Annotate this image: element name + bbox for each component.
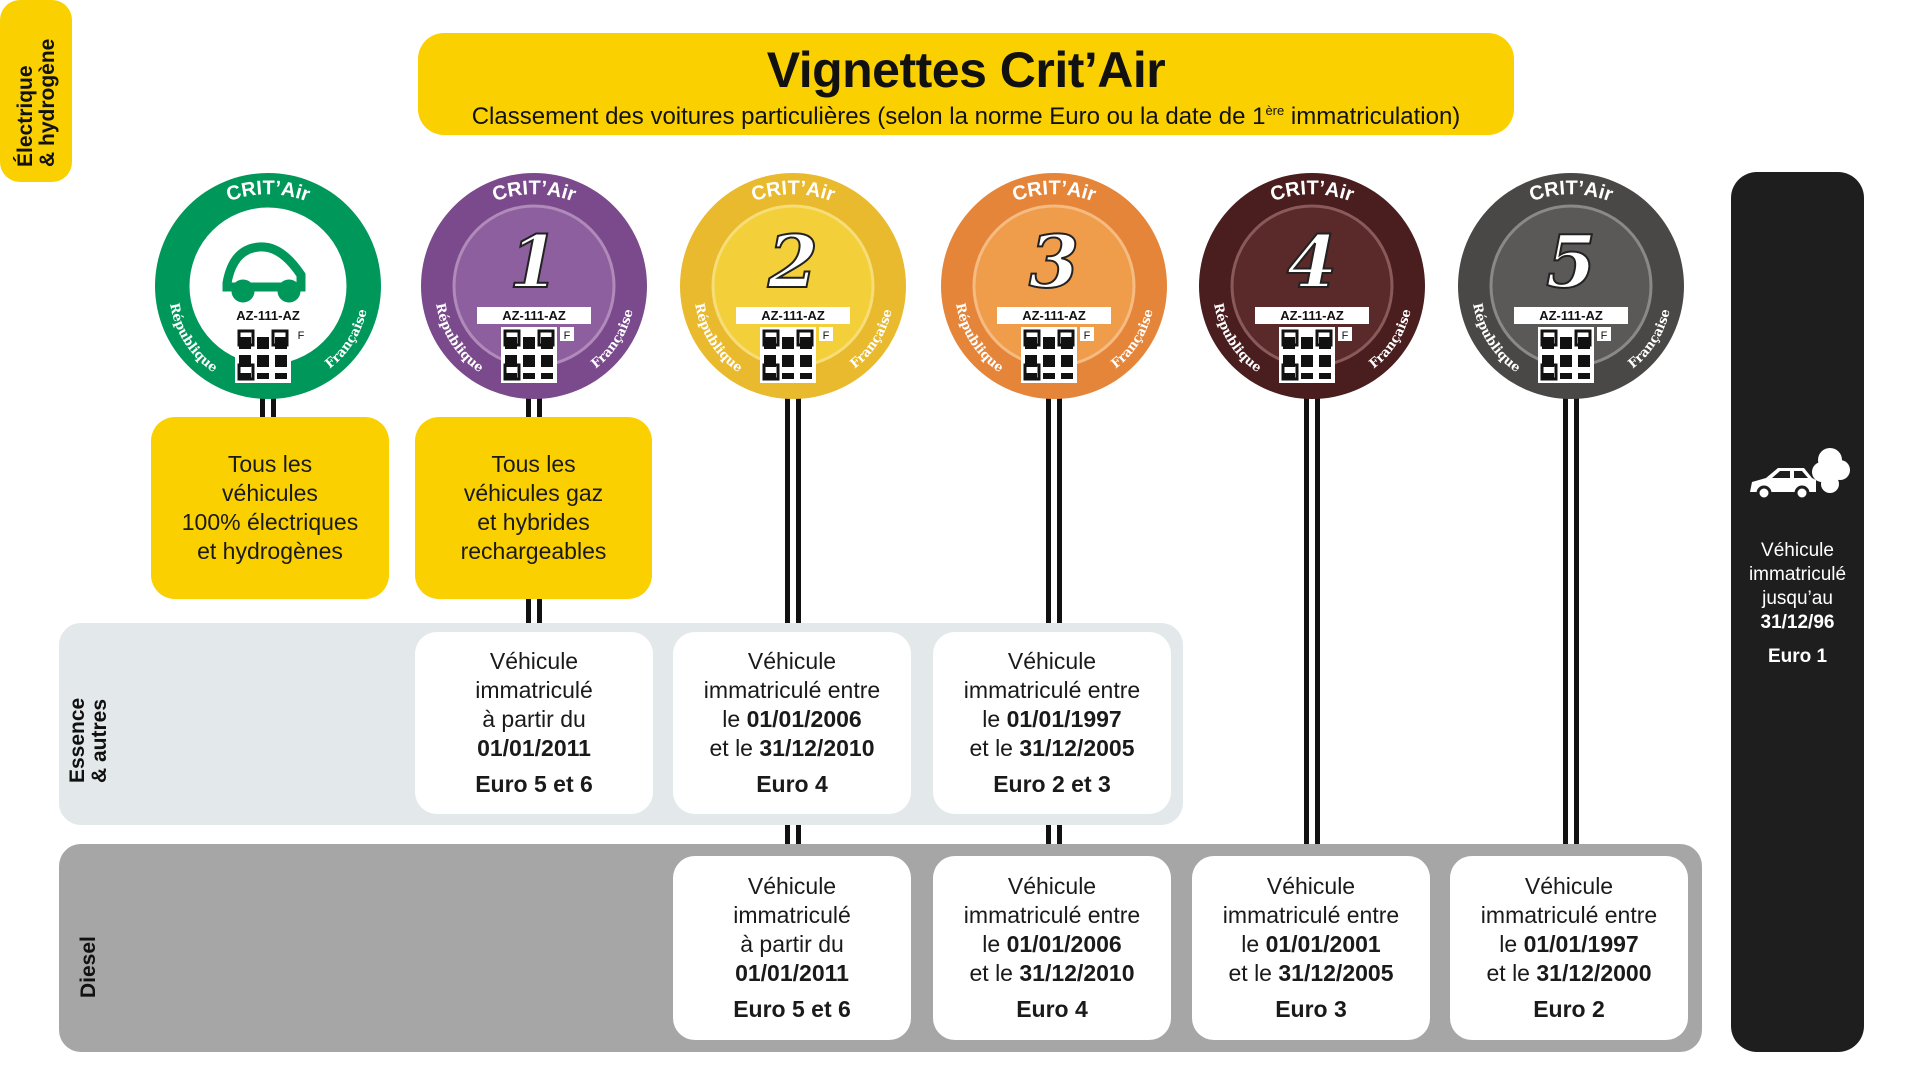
badge-country: F (1084, 330, 1091, 342)
card-line: Véhicule (747, 648, 837, 674)
page-subtitle: Classement des voitures particulières (s… (418, 103, 1514, 131)
card-line: immatriculé (733, 902, 851, 928)
badge-country: F (823, 330, 830, 342)
card-line: le 01/01/1997 (1499, 931, 1639, 957)
title-banner: Vignettes Crit’Air Classement des voitur… (418, 33, 1514, 135)
text-line: rechargeables (460, 538, 607, 564)
badge-plate: AZ-111-AZ (761, 308, 825, 323)
unclassified-panel: Véhicule immatriculé jusqu’au 31/12/96 E… (1731, 172, 1864, 1052)
text-line: 100% électriques (181, 509, 359, 535)
card-euro: Euro 4 (756, 771, 828, 797)
card-line: immatriculé entre (963, 677, 1141, 703)
card-line: Véhicule (747, 873, 837, 899)
badge-country: F (1601, 330, 1608, 342)
diesel-card-2: Véhicule immatriculé à partir du 01/01/2011… (673, 856, 911, 1040)
page-title: Vignettes Crit’Air (766, 42, 1166, 98)
card-line: à partir du (740, 931, 844, 957)
card-line: et le 31/12/2005 (1228, 960, 1394, 986)
card-line: et le 31/12/2010 (709, 735, 875, 761)
row-label-electric: Électrique & hydrogène (0, 0, 72, 182)
card-line: Véhicule (1007, 648, 1097, 674)
badge-number: 1 (509, 219, 559, 304)
subtitle-text-end: immatriculation) (1284, 103, 1461, 130)
card-line: 01/01/2011 (477, 735, 591, 761)
critair-badge-2: CRIT’Air République Française 2 AZ-111-A… (680, 173, 906, 399)
electric-car-icon (222, 242, 306, 303)
panel-text: Véhicule (1761, 540, 1834, 561)
diesel-card-3: Véhicule immatriculé entre le 01/01/2006 et… (933, 856, 1171, 1040)
critair-badge-3: CRIT’Air République Française 3 AZ-111-A… (941, 173, 1167, 399)
badge-plate: AZ-111-AZ (1280, 308, 1344, 323)
pole-electric (260, 395, 276, 420)
panel-text: immatriculé (1748, 564, 1847, 585)
card-line: le 01/01/1997 (982, 706, 1122, 732)
critair-badge-1: CRIT’Air République Française 1 AZ-111-A… (421, 173, 647, 399)
card-euro: Euro 5 et 6 (733, 996, 851, 1022)
diesel-card-4: Véhicule immatriculé entre le 01/01/2001 et… (1192, 856, 1430, 1040)
card-euro: Euro 5 et 6 (475, 771, 593, 797)
row-label-diesel: Diesel (77, 936, 100, 998)
card-line: et le 31/12/2010 (969, 960, 1135, 986)
badge-plate: AZ-111-AZ (1539, 308, 1603, 323)
badge-number: 2 (767, 219, 818, 304)
text-line: et hydrogènes (197, 538, 343, 564)
badge-country: F (298, 330, 305, 342)
card-euro: Euro 2 et 3 (993, 771, 1111, 797)
card-euro: Euro 4 (1016, 996, 1088, 1022)
electric-box-0: Tous les véhicules 100% électriques et h… (151, 417, 389, 599)
card-line: immatriculé entre (1222, 902, 1400, 928)
essence-card-2: Véhicule immatriculé entre le 01/01/2006 et… (673, 632, 911, 814)
row-label-electric-text: Électrique & hydrogène (14, 38, 59, 167)
panel-date: 31/12/96 (1760, 612, 1835, 633)
critair-badge-5: CRIT’Air République Française 5 AZ-111-A… (1458, 173, 1684, 399)
card-line: immatriculé entre (703, 677, 881, 703)
card-line: immatriculé entre (1480, 902, 1658, 928)
card-line: le 01/01/2001 (1241, 931, 1381, 957)
badge-number: 4 (1287, 219, 1337, 304)
card-line: le 01/01/2006 (982, 931, 1122, 957)
text-line: et hybrides (477, 509, 590, 535)
row-label-essence: Essence & autres (66, 697, 111, 783)
card-line: 01/01/2011 (735, 960, 849, 986)
card-line: Véhicule (1266, 873, 1356, 899)
card-line: le 01/01/2006 (722, 706, 862, 732)
badge-country: F (564, 330, 571, 342)
card-euro: Euro 3 (1275, 996, 1347, 1022)
text-line: Tous les (227, 451, 313, 477)
text-line: véhicules gaz (463, 480, 604, 506)
badge-plate: AZ-111-AZ (502, 308, 566, 323)
critair-badge-electric: CRIT’Air République Française AZ-111-AZ … (155, 173, 381, 399)
text-line: Tous les (491, 451, 576, 477)
badge-number: 3 (1029, 219, 1079, 304)
diesel-card-5: Véhicule immatriculé entre le 01/01/1997 et… (1450, 856, 1688, 1040)
critair-badge-4: CRIT’Air République Française 4 AZ-111-A… (1199, 173, 1425, 399)
badge-number: 5 (1546, 219, 1596, 304)
essence-card-1: Véhicule immatriculé à partir du 01/01/2011… (415, 632, 653, 814)
badge-country: F (1342, 330, 1349, 342)
card-line: Véhicule (1007, 873, 1097, 899)
card-line: Véhicule (1524, 873, 1614, 899)
card-line: immatriculé (475, 677, 593, 703)
essence-card-3: Véhicule immatriculé entre le 01/01/1997 et… (933, 632, 1171, 814)
card-line: à partir du (482, 706, 586, 732)
pole-4 (1304, 395, 1320, 860)
subtitle-sup: ère (1265, 103, 1285, 118)
card-line: et le 31/12/2000 (1486, 960, 1652, 986)
card-euro: Euro 2 (1533, 996, 1605, 1022)
card-line: immatriculé entre (963, 902, 1141, 928)
electric-box-1: Tous les véhicules gaz et hybrides recha… (415, 417, 652, 599)
card-line: et le 31/12/2005 (969, 735, 1135, 761)
panel-euro: Euro 1 (1767, 646, 1828, 667)
text-line: véhicules (222, 480, 318, 506)
polluting-car-icon (1749, 448, 1850, 501)
subtitle-text: Classement des voitures particulières (s… (471, 103, 1266, 130)
badge-plate: AZ-111-AZ (1022, 308, 1086, 323)
panel-text: jusqu’au (1762, 588, 1833, 609)
pole-5 (1563, 395, 1579, 860)
badge-plate: AZ-111-AZ (236, 308, 300, 323)
card-line: Véhicule (489, 648, 579, 674)
